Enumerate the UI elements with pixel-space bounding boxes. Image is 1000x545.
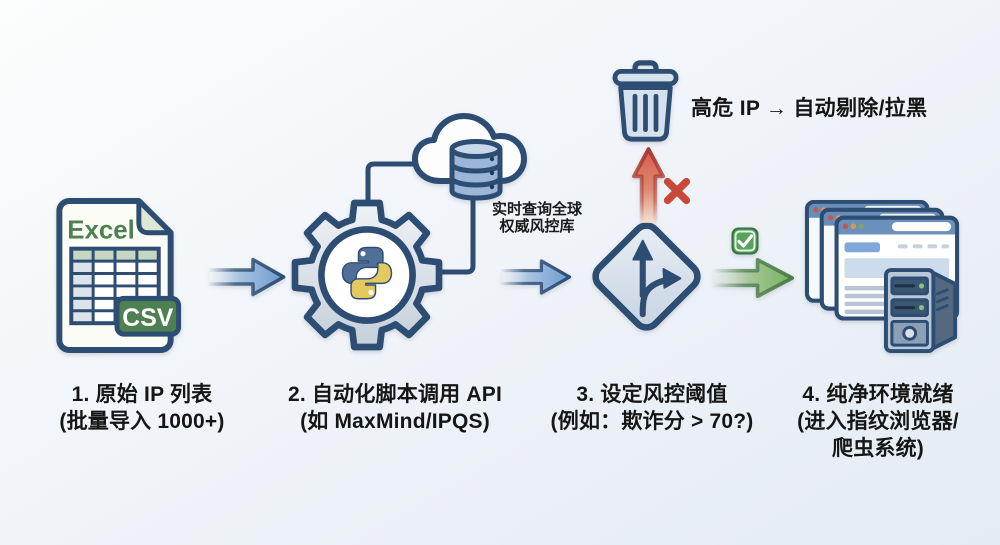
server-icon xyxy=(883,268,958,354)
step3-caption-line1: 3. 设定风控阈值 xyxy=(576,383,728,406)
trash-icon xyxy=(612,60,679,142)
step2-caption: 2. 自动化脚本调用 API (如 MaxMind/IPQS) xyxy=(265,381,525,435)
step4-caption-line1: 4. 纯净环境就绪 xyxy=(802,383,954,406)
cloud-database-icon xyxy=(412,113,527,201)
flow-arrow-icon xyxy=(498,259,572,295)
excel-csv-file-icon: Excel CSV xyxy=(56,197,182,354)
approve-check-icon xyxy=(731,227,759,255)
step1-caption: 1. 原始 IP 列表 (批量导入 1000+) xyxy=(12,381,272,435)
step2-caption-line2: (如 MaxMind/IPQS) xyxy=(300,410,490,433)
step1-caption-line1: 1. 原始 IP 列表 xyxy=(71,383,213,406)
step3-caption-line2: (例如：欺诈分 > 70?) xyxy=(550,410,754,433)
database-icon xyxy=(449,139,503,201)
csv-badge: CSV xyxy=(114,295,182,337)
browser-stack-icon xyxy=(804,199,960,354)
decision-diamond-icon xyxy=(592,222,701,331)
step2-caption-line1: 2. 自动化脚本调用 API xyxy=(288,383,502,406)
step4-caption-line2: (进入指纹浏览器/ xyxy=(797,410,959,433)
cloud-note: 实时查询全球 权威风控库 xyxy=(470,201,604,235)
reject-x-icon xyxy=(663,177,691,205)
reject-note: 高危 IP → 自动剔除/拉黑 xyxy=(691,97,928,120)
flow-arrow-icon xyxy=(205,257,286,297)
cloud-note-line2: 权威风控库 xyxy=(499,218,575,235)
cloud-note-line1: 实时查询全球 xyxy=(491,201,582,218)
python-logo xyxy=(341,246,393,300)
excel-label: Excel xyxy=(67,217,135,245)
step4-caption-line3: 爬虫系统) xyxy=(832,437,924,460)
step4-caption: 4. 纯净环境就绪 (进入指纹浏览器/ 爬虫系统) xyxy=(748,381,1000,462)
step1-caption-line2: (批量导入 1000+) xyxy=(59,410,225,433)
step3-caption: 3. 设定风控阈值 (例如：欺诈分 > 70?) xyxy=(522,381,782,435)
csv-badge-label: CSV xyxy=(122,305,173,332)
reject-up-arrow-icon xyxy=(632,147,665,225)
gear-python-icon xyxy=(291,199,443,351)
approve-arrow-icon xyxy=(710,257,795,299)
